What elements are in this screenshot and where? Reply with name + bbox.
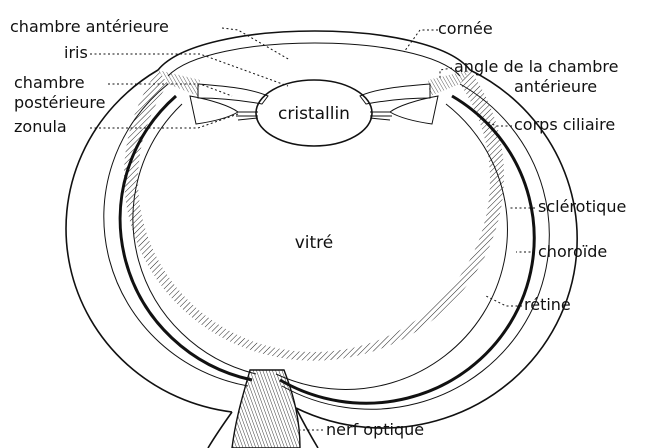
cornea	[158, 31, 470, 96]
label-chambre-posterieure-line1: chambre	[14, 73, 85, 92]
optic-nerve	[208, 370, 318, 448]
label-angle-line2: antérieure	[514, 77, 597, 96]
label-iris: iris	[64, 43, 88, 62]
label-angle-line1: angle de la chambre	[454, 57, 618, 76]
label-corps-ciliaire: corps ciliaire	[514, 115, 615, 134]
label-cornee: cornée	[438, 19, 493, 38]
label-vitre: vitré	[295, 233, 334, 253]
label-cristallin: cristallin	[278, 104, 350, 124]
label-chambre-posterieure-line2: postérieure	[14, 93, 105, 112]
label-choroide: choroïde	[538, 242, 607, 261]
iris	[198, 84, 430, 104]
label-sclerotique: sclérotique	[538, 197, 626, 216]
label-retine: rétine	[524, 295, 571, 314]
label-zonula: zonula	[14, 117, 67, 136]
label-nerf-optique: nerf optique	[326, 420, 424, 439]
label-chambre-anterieure: chambre antérieure	[10, 17, 169, 36]
